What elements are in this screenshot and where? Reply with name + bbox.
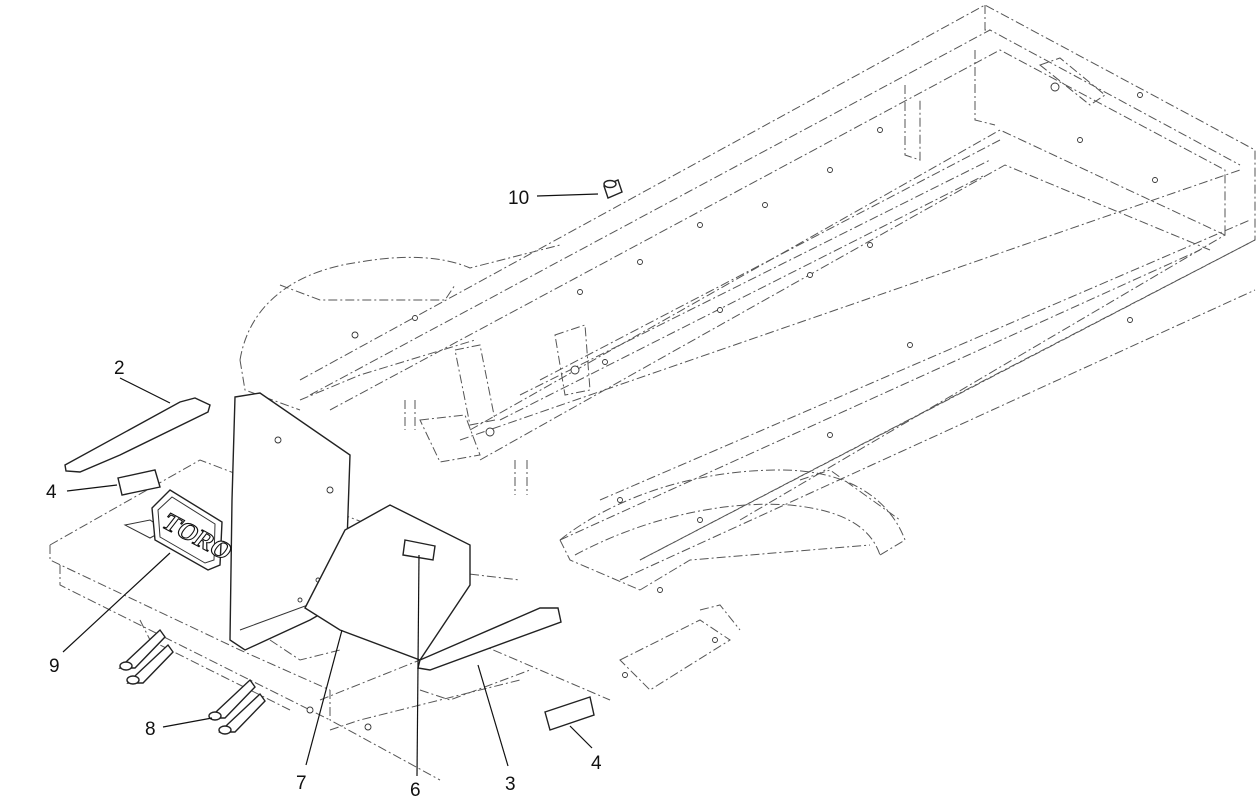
callout-2: 2 xyxy=(114,358,125,379)
callout-4-right: 4 xyxy=(591,753,602,774)
bushing-part-10 xyxy=(603,179,623,199)
small-decal-part-4-right xyxy=(544,696,595,731)
callout-8: 8 xyxy=(145,719,156,740)
callout-3: 3 xyxy=(505,774,516,795)
small-decal-part-4-left xyxy=(117,469,161,496)
frame-outline xyxy=(49,4,1256,781)
callout-10: 10 xyxy=(508,188,529,209)
mounting-holes xyxy=(306,82,1158,731)
callout-7: 7 xyxy=(296,773,307,794)
leader-lines xyxy=(62,193,599,777)
center-plate-part-7 xyxy=(304,504,471,661)
decal-strip-part-2 xyxy=(64,397,211,473)
small-decal-part-6 xyxy=(402,539,436,561)
callout-6: 6 xyxy=(410,780,421,801)
callout-4-left: 4 xyxy=(46,482,57,503)
callout-9: 9 xyxy=(49,656,60,677)
fasteners-part-8 xyxy=(118,628,266,735)
